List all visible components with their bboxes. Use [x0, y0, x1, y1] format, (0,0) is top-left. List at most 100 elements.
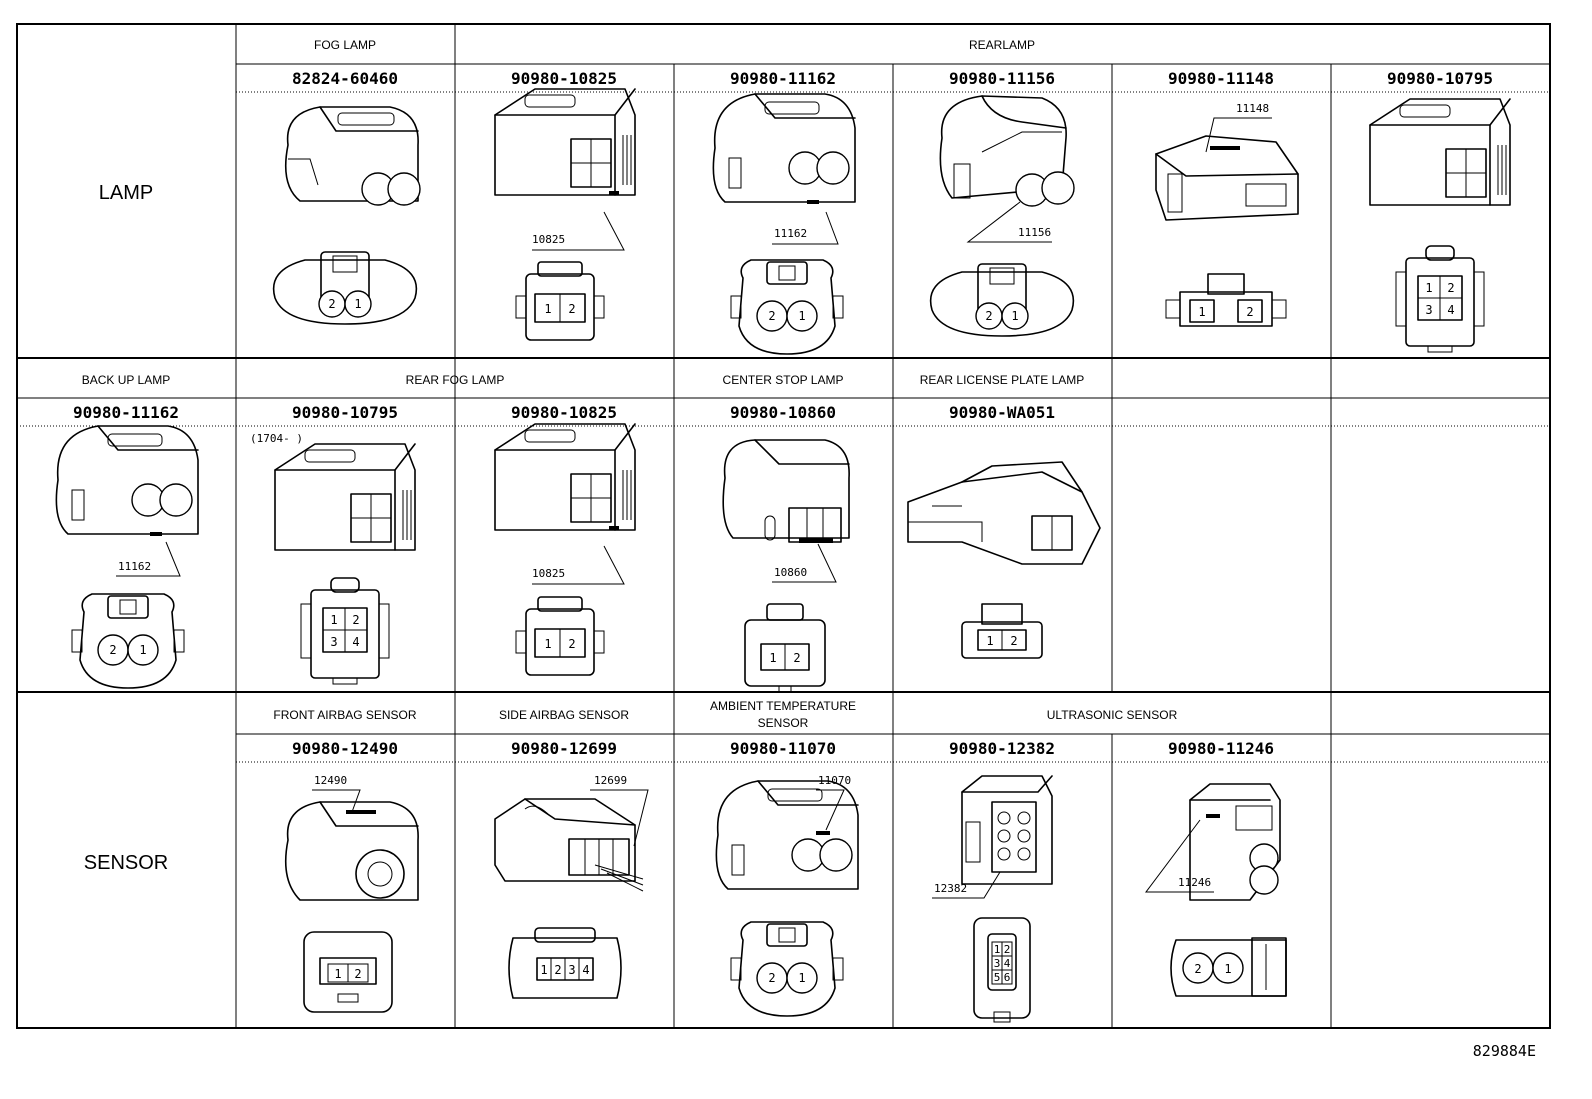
callout-label: 10860: [774, 566, 807, 579]
connector-90980-12699: 12699 1 2 3 4: [494, 774, 649, 999]
callout-label: 12382: [934, 882, 967, 895]
pin-number: 1: [334, 967, 341, 981]
section-side-airbag-sensor: SIDE AIRBAG SENSOR: [499, 708, 629, 722]
connector-front-view: 2 1: [929, 263, 1075, 337]
pin-number: 2: [768, 971, 775, 985]
pin-number: 2: [554, 963, 561, 977]
pin-number: 4: [1004, 957, 1011, 970]
connector-3d-view: [712, 93, 856, 204]
connector-3d-view: [1189, 783, 1281, 901]
section-back-up-lamp: BACK UP LAMP: [82, 373, 170, 387]
pin-number: 2: [1194, 962, 1201, 976]
connector-front-view: 1 2: [744, 603, 826, 693]
part-number: 90980-11162: [730, 69, 836, 88]
connector-front-view: 1 2 3 4 5 6: [973, 917, 1031, 1023]
callout-leader: [590, 789, 649, 847]
pin-number: 1: [330, 613, 337, 627]
connector-front-view: 1 2: [515, 261, 605, 341]
part-number: 90980-11156: [949, 69, 1055, 88]
connector-90980-11070: 11070 2 1: [715, 774, 859, 1017]
date-note: (1704- ): [250, 432, 303, 445]
part-number: 90980-12490: [292, 739, 398, 758]
part-number: 90980-11162: [73, 403, 179, 422]
connector-90980-11148: 11148 1 2: [1155, 102, 1299, 327]
pin-number: 4: [352, 635, 359, 649]
pin-number: 1: [544, 302, 551, 316]
callout-leader: [532, 211, 625, 251]
pin-number: 1: [540, 963, 547, 977]
pin-number: 4: [1447, 303, 1454, 317]
pin-number: 1: [798, 971, 805, 985]
connector-90980-10860: 10860 1 2: [722, 439, 850, 693]
section-rearlamp: REARLAMP: [969, 38, 1035, 52]
connector-front-view: 1 2: [961, 603, 1043, 659]
connector-82824-60460: 2 1: [272, 106, 421, 325]
part-number: 90980-10825: [511, 69, 617, 88]
connector-3d-view: [274, 443, 416, 551]
connector-90980-WA051: 1 2: [907, 461, 1101, 659]
connector-3d-view: [722, 439, 850, 543]
connector-3d-view: [715, 780, 859, 890]
pin-number: 3: [330, 635, 337, 649]
connector-3d-view: [284, 801, 419, 901]
connector-90980-12490: 12490 1 2: [284, 774, 419, 1013]
pin-number: 2: [768, 309, 775, 323]
part-number: 90980-12382: [949, 739, 1055, 758]
callout-label: 11156: [1018, 226, 1051, 239]
table-grid: [16, 23, 1551, 1029]
part-number: 90980-12699: [511, 739, 617, 758]
part-number: 90980-10860: [730, 403, 836, 422]
pin-number: 6: [1004, 971, 1011, 984]
pin-number: 4: [582, 963, 589, 977]
part-number: 90980-11148: [1168, 69, 1274, 88]
callout-leader: [1145, 819, 1214, 893]
connector-front-view: 2 1: [1170, 937, 1287, 997]
connector-front-view: 2 1: [71, 593, 185, 689]
pin-number: 1: [1425, 281, 1432, 295]
connector-90980-10795-rear-fog: (1704- ) 1 2 3 4: [250, 432, 416, 685]
part-number: 90980-10795: [292, 403, 398, 422]
pin-number: 1: [798, 309, 805, 323]
callout-leader: [116, 541, 181, 577]
section-ultrasonic-sensor: ULTRASONIC SENSOR: [1047, 708, 1178, 722]
callout-label: 12699: [594, 774, 627, 787]
section-fog-lamp: FOG LAMP: [314, 38, 376, 52]
connector-90980-10795: 1 2 3 4: [1369, 98, 1511, 353]
connector-front-view: 1 2 3 4: [1395, 245, 1485, 353]
callout-leader: [932, 871, 1001, 899]
pin-number: 1: [769, 651, 776, 665]
pin-number: 1: [1198, 305, 1205, 319]
callout-leader: [966, 201, 1052, 243]
section-front-airbag-sensor: FRONT AIRBAG SENSOR: [273, 708, 416, 722]
section-center-stop-lamp: CENTER STOP LAMP: [723, 373, 844, 387]
callout-label: 10825: [532, 567, 565, 580]
pin-number: 1: [544, 637, 551, 651]
pin-number: 1: [139, 643, 146, 657]
connector-90980-10825: 10825 1 2: [494, 88, 636, 341]
connector-3d-view: [494, 798, 644, 892]
connector-3d-view: [961, 775, 1053, 885]
callout-label: 11162: [118, 560, 151, 573]
pin-number: 2: [1447, 281, 1454, 295]
connector-90980-11162-back-up: 11162 2 1: [55, 425, 199, 689]
pin-number: 2: [793, 651, 800, 665]
pin-number: 2: [109, 643, 116, 657]
category-lamp: LAMP: [99, 182, 153, 204]
pin-number: 1: [354, 297, 361, 311]
category-sensor: SENSOR: [84, 852, 168, 874]
pin-number: 1: [994, 943, 1001, 956]
connector-90980-12382: 12382 1 2 3 4 5 6: [932, 775, 1053, 1023]
callout-label: 11070: [818, 774, 851, 787]
connector-front-view: 1 2: [515, 596, 605, 676]
callout-label: 11246: [1178, 876, 1211, 889]
pin-number: 1: [1224, 962, 1231, 976]
pin-number: 2: [1004, 943, 1011, 956]
callout-label: 10825: [532, 233, 565, 246]
section-ambient-temp-line1: AMBIENT TEMPERATURE: [710, 699, 856, 713]
pin-number: 2: [352, 613, 359, 627]
pin-number: 2: [568, 637, 575, 651]
part-number: 90980-10825: [511, 403, 617, 422]
callout-label: 11162: [774, 227, 807, 240]
pin-number: 3: [994, 957, 1001, 970]
